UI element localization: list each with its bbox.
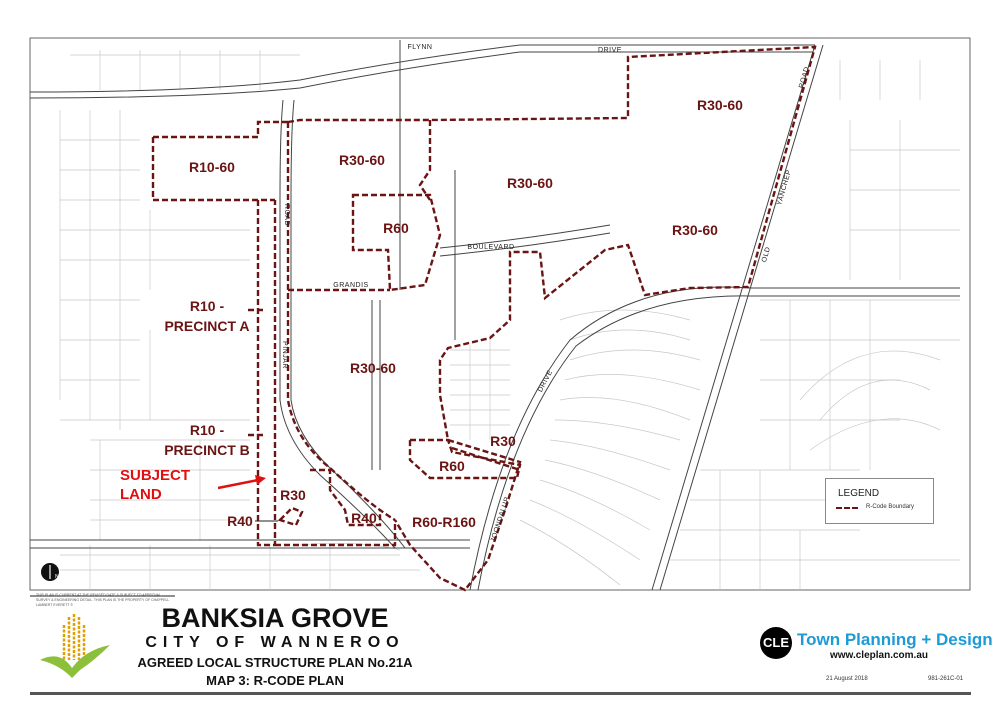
flynn-drive	[29, 44, 815, 93]
old-yanchep-road	[651, 44, 816, 591]
r-code-boundaries	[151, 45, 817, 592]
boundary-main	[287, 45, 817, 592]
subject-land-label: LAND	[120, 486, 162, 503]
disclaimer: THIS PLAN IS CURRENT AT THE REVISED DATE…	[36, 593, 170, 607]
road-label: OLD	[761, 246, 772, 263]
plan-title: BANKSIA GROVE	[161, 603, 389, 633]
plan-subtitle: AGREED LOCAL STRUCTURE PLAN No.21A	[137, 655, 413, 670]
zone-label: R30-60	[350, 360, 396, 376]
subject-land-label: SUBJECT	[120, 467, 190, 484]
council-name: CITY OF WANNEROO	[145, 634, 405, 651]
plan-date: 21 August 2018	[826, 676, 868, 682]
zone-label: PRECINCT A	[164, 318, 249, 334]
cle-logo: CLE	[760, 627, 792, 659]
legend-title: LEGEND	[838, 488, 880, 499]
zone-label: R10 -	[190, 422, 225, 438]
bottom-rule	[30, 692, 971, 695]
joondalup-drive	[469, 286, 960, 591]
zone-label: R30	[490, 433, 516, 449]
zone-label: R40	[351, 510, 377, 526]
zone-label: R30-60	[672, 222, 718, 238]
zone-label: R60-R160	[412, 514, 476, 530]
boundary-pinjar-strip	[256, 200, 397, 547]
road-label: ROAD	[798, 66, 811, 89]
zone-label: R10 -	[190, 298, 225, 314]
zone-label: PRECINCT B	[164, 442, 250, 458]
road-label: FLYNN	[408, 44, 433, 51]
dashed-line-icon	[836, 507, 858, 509]
road-network	[29, 40, 960, 591]
zone-label: R30-60	[339, 152, 385, 168]
zone-label: R30-60	[507, 175, 553, 191]
cadastral-lots	[59, 50, 960, 590]
boundary-r60-south	[408, 438, 522, 480]
zone-label: R10-60	[189, 159, 235, 175]
boundary-r10-60	[151, 120, 288, 202]
zone-label: R40	[227, 513, 253, 529]
legend: LEGEND R-Code Boundary	[825, 478, 934, 524]
north-arrow-icon: N	[41, 563, 59, 581]
map-name: MAP 3: R-CODE PLAN	[206, 673, 344, 688]
road-label: ROAD	[283, 204, 290, 226]
road-label: PINJAR	[281, 341, 288, 369]
svg-text:N: N	[55, 574, 59, 580]
city-of-wanneroo-logo	[40, 614, 110, 678]
map-frame	[29, 37, 971, 591]
firm-name: Town Planning + Design	[797, 630, 993, 649]
road-label: JOONDALUP	[490, 496, 511, 543]
banksia-boulevard	[439, 224, 611, 257]
legend-item-label: R-Code Boundary	[866, 504, 915, 510]
zone-label: R30-60	[697, 97, 743, 113]
pinjar-road	[279, 99, 396, 549]
zone-label: R30	[280, 487, 306, 503]
plan-reference: 981-261C-01	[928, 676, 964, 682]
road-label: DRIVE	[598, 47, 622, 54]
zone-label: R60	[439, 458, 465, 474]
zone-label: R60	[383, 220, 409, 236]
road-label: BOULEVARD	[467, 244, 514, 251]
road-label: GRANDIS	[333, 282, 368, 289]
subject-arrow-head	[255, 475, 266, 485]
firm-url: www.cleplan.com.au	[830, 650, 928, 661]
subject-arrow	[217, 478, 259, 490]
boundary-r60	[351, 193, 442, 292]
